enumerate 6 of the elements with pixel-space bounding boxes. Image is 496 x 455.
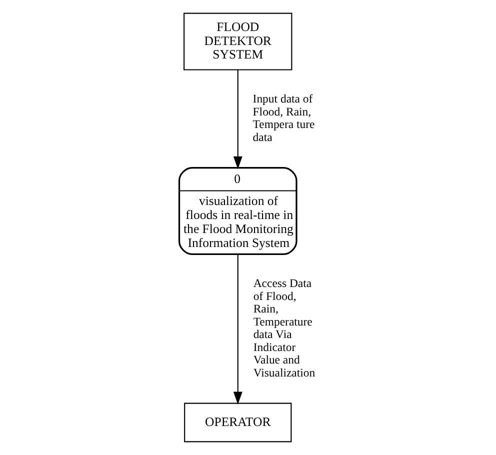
arrow (233, 70, 242, 170)
edge-label: Input data of Flood, Rain, Tempera ture data (252, 92, 315, 144)
arrow (233, 254, 242, 405)
node-box: OPERATOR (184, 402, 292, 442)
node-box: FLOOD DETEKTOR SYSTEM (184, 12, 292, 70)
edge-label: Access Data of Flood, Rain, Temperature data Via Indicator Value and Visualization (253, 276, 316, 380)
